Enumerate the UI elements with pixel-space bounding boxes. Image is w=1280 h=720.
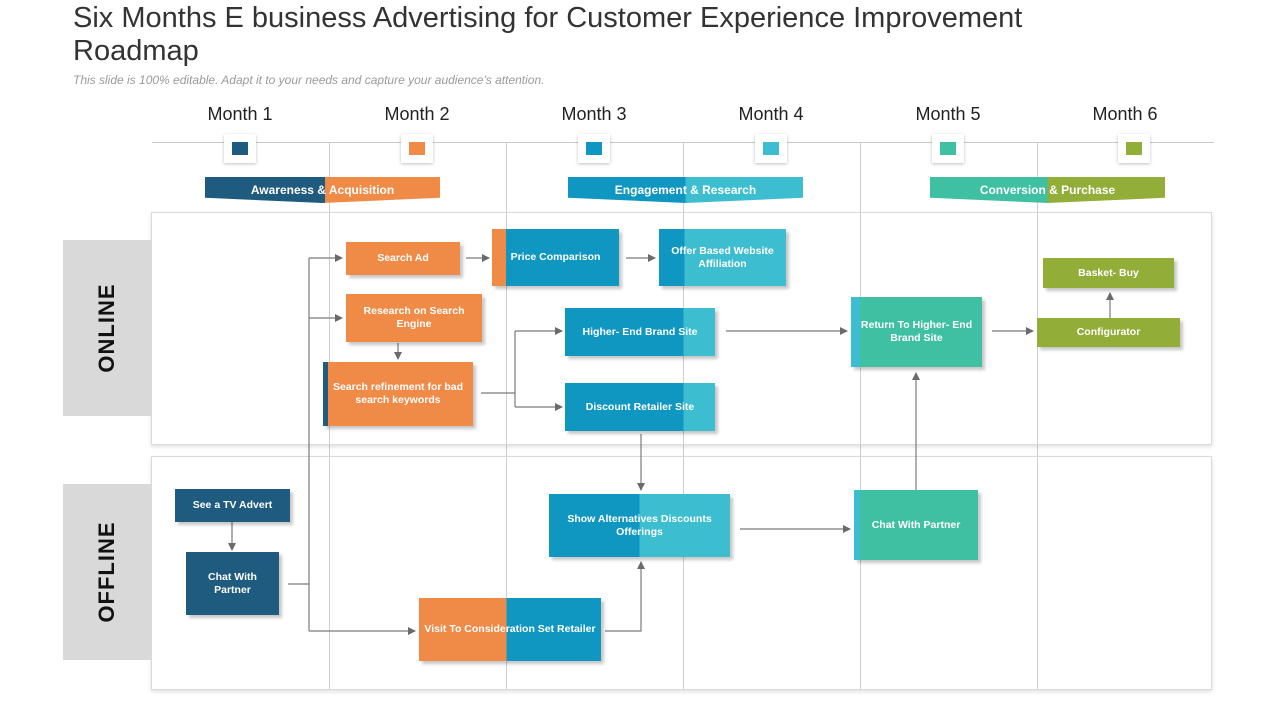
offline-row-label: OFFLINE [63, 484, 151, 660]
column-divider [860, 143, 861, 689]
phase-banner-engagement: Engagement & Research [568, 177, 803, 203]
online-panel [151, 212, 1212, 445]
timeline-line [152, 142, 1214, 143]
node-price-comparison: Price Comparison [492, 229, 619, 286]
column-divider [506, 143, 507, 689]
month-4-label: Month 4 [738, 104, 804, 124]
node-offer-based-affiliation: Offer Based Website Affiliation [659, 229, 786, 286]
node-research-search-engine: Research on Search Engine [346, 294, 482, 342]
node-search-refinement: Search refinement for bad search keyword… [323, 362, 473, 426]
column-divider [1037, 143, 1038, 689]
node-search-ad: Search Ad [346, 242, 460, 275]
online-row-label: ONLINE [63, 240, 151, 416]
node-chat-with-partner-1: Chat With Partner [186, 552, 279, 615]
slide-title: Six Months E business Advertising for Cu… [73, 2, 1023, 67]
offline-panel [151, 456, 1212, 690]
node-higher-end-brand-site: Higher- End Brand Site [565, 308, 715, 356]
month-3-marker [578, 134, 610, 163]
month-6-marker [1118, 134, 1150, 163]
node-chat-with-partner-2: Chat With Partner [854, 490, 978, 560]
month-1-label: Month 1 [207, 104, 273, 124]
month-4-marker [755, 134, 787, 163]
month-2-label: Month 2 [384, 104, 450, 124]
node-visit-retailer: Visit To Consideration Set Retailer [419, 598, 601, 661]
month-5-marker [932, 134, 964, 163]
month-6-label: Month 6 [1092, 104, 1158, 124]
month-2-marker [401, 134, 433, 163]
month-1-marker [224, 134, 256, 163]
node-tv-advert: See a TV Advert [175, 489, 290, 522]
phase-banner-awareness: Awareness & Acquisition [205, 177, 440, 203]
node-discount-retailer-site: Discount Retailer Site [565, 383, 715, 431]
month-3-label: Month 3 [561, 104, 627, 124]
connector-visit-to-alternatives [605, 561, 645, 632]
slide-subtitle: This slide is 100% editable. Adapt it to… [73, 73, 545, 87]
month-5-label: Month 5 [915, 104, 981, 124]
phase-banner-conversion: Conversion & Purchase [930, 177, 1165, 203]
node-show-alternatives: Show Alternatives Discounts Offerings [549, 494, 730, 557]
node-configurator: Configurator [1037, 318, 1180, 347]
node-basket-buy: Basket- Buy [1043, 258, 1174, 288]
node-return-higher-end: Return To Higher- End Brand Site [851, 297, 982, 367]
